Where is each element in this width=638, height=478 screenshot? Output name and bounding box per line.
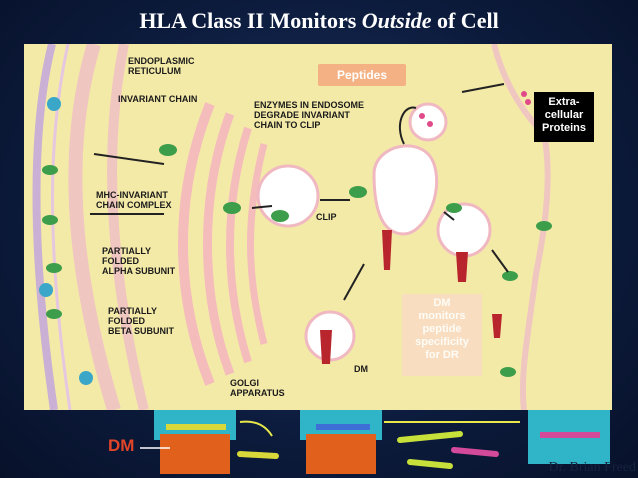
cell-membrane-right bbox=[491, 44, 551, 410]
mhc-molecules bbox=[42, 144, 552, 377]
dm-bottom-label: DM bbox=[108, 436, 135, 455]
peptides-label: Peptides bbox=[318, 64, 406, 86]
cell-diagram bbox=[32, 44, 552, 410]
dm-molecules bbox=[320, 230, 502, 364]
label-enzymes: ENZYMES IN ENDOSOME DEGRADE INVARIANT CH… bbox=[254, 100, 365, 130]
er-membrane bbox=[51, 44, 72, 410]
alpha-subunits bbox=[39, 97, 93, 385]
cell-membrane-left bbox=[32, 44, 58, 410]
title-text: HLA Class II Monitors bbox=[139, 8, 362, 33]
label-invariant-chain: INVARIANT CHAIN bbox=[118, 94, 198, 104]
label-mhc-complex: MHC-INVARIANT CHAIN COMPLEX bbox=[96, 190, 172, 210]
label-dm: DM bbox=[354, 364, 368, 374]
slide-title: HLA Class II Monitors Outside of Cell bbox=[0, 8, 638, 34]
diagram-panel: ENDOPLASMIC RETICULUM INVARIANT CHAIN EN… bbox=[24, 44, 612, 410]
credit-text: Dr. Brian Freed bbox=[548, 460, 636, 475]
dr-model-1 bbox=[154, 410, 236, 474]
er-stack-2 bbox=[107, 44, 149, 410]
label-clip: CLIP bbox=[316, 212, 337, 222]
pathway-arrows bbox=[90, 83, 509, 301]
title-italic: Outside bbox=[361, 8, 432, 33]
extracellular-proteins-label: Extra- cellular Proteins bbox=[534, 92, 594, 142]
er-stack-1 bbox=[68, 44, 121, 410]
dm-monitors-box: DM monitors peptide specificity for DR bbox=[402, 294, 482, 376]
peptide-beads bbox=[419, 91, 531, 127]
label-beta: PARTIALLY FOLDED BETA SUBUNIT bbox=[108, 306, 174, 336]
bottom-arrows bbox=[239, 420, 520, 437]
title-text-end: of Cell bbox=[431, 8, 499, 33]
dr-model-3 bbox=[528, 410, 610, 464]
label-golgi: GOLGI APPARATUS bbox=[230, 378, 285, 398]
endosome-vesicle bbox=[256, 164, 320, 228]
golgi-stacks bbox=[178, 102, 268, 386]
loading-compartment bbox=[372, 144, 439, 236]
label-alpha: PARTIALLY FOLDED ALPHA SUBUNIT bbox=[102, 246, 176, 276]
peptide-chains bbox=[237, 431, 499, 469]
dr-model-2 bbox=[300, 410, 382, 474]
label-er: ENDOPLASMIC RETICULUM bbox=[128, 56, 195, 76]
transport-vesicle bbox=[436, 202, 492, 258]
molecular-models bbox=[140, 410, 610, 474]
